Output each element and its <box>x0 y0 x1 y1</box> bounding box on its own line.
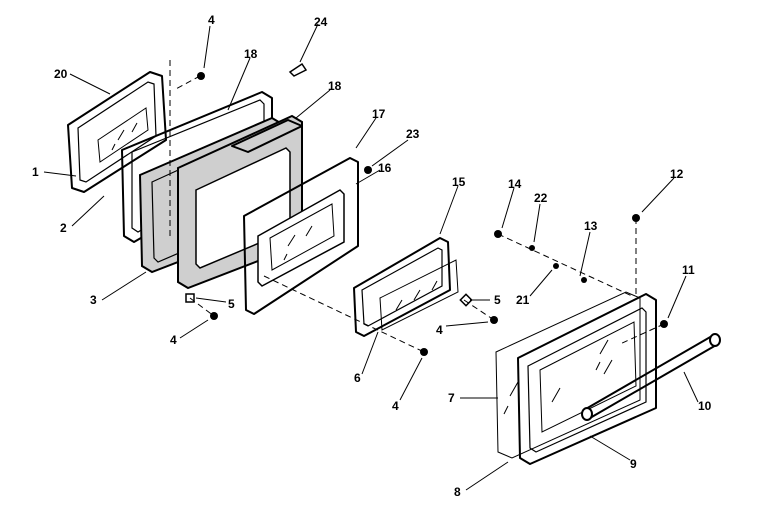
callout-16: 16 <box>378 161 392 175</box>
assembly-lines <box>169 60 665 353</box>
callout-10: 10 <box>698 399 712 413</box>
callout-12: 12 <box>670 167 684 181</box>
callout-22: 22 <box>534 191 548 205</box>
callout-23: 23 <box>406 127 420 141</box>
callout-18-right: 18 <box>328 79 342 93</box>
callout-labels: 20 1 2 3 4 18 24 18 17 23 16 15 5 4 5 4 … <box>32 13 712 499</box>
callout-4-middle: 4 <box>436 323 443 337</box>
callout-18-left: 18 <box>244 47 258 61</box>
part-7-outer-glass <box>495 291 641 459</box>
part-20-inner-liner <box>67 71 167 193</box>
callout-3: 3 <box>90 293 97 307</box>
callout-5-left: 5 <box>228 297 235 311</box>
callout-4-bottom: 4 <box>392 399 399 413</box>
callout-14: 14 <box>508 177 522 191</box>
callout-1: 1 <box>32 165 39 179</box>
part-9-outer-frame <box>517 293 657 465</box>
part-15-glass-pack <box>353 237 459 337</box>
callout-9: 9 <box>630 457 637 471</box>
callout-4-left: 4 <box>170 333 177 347</box>
fasteners <box>185 62 668 356</box>
callout-21: 21 <box>516 293 530 307</box>
callout-6: 6 <box>354 371 361 385</box>
callout-17: 17 <box>372 107 386 121</box>
callout-15: 15 <box>452 175 466 189</box>
callout-11: 11 <box>682 263 695 277</box>
leader-lines <box>43 23 699 491</box>
part-10-handle <box>581 333 721 421</box>
part-16-door-frame <box>243 157 359 315</box>
callout-7: 7 <box>448 391 455 405</box>
callout-24: 24 <box>314 15 328 29</box>
callout-20: 20 <box>54 67 68 81</box>
callout-8: 8 <box>454 485 461 499</box>
callout-5-right: 5 <box>494 293 501 307</box>
callout-13: 13 <box>584 219 598 233</box>
callout-2: 2 <box>60 221 67 235</box>
callout-4-top: 4 <box>208 13 215 27</box>
